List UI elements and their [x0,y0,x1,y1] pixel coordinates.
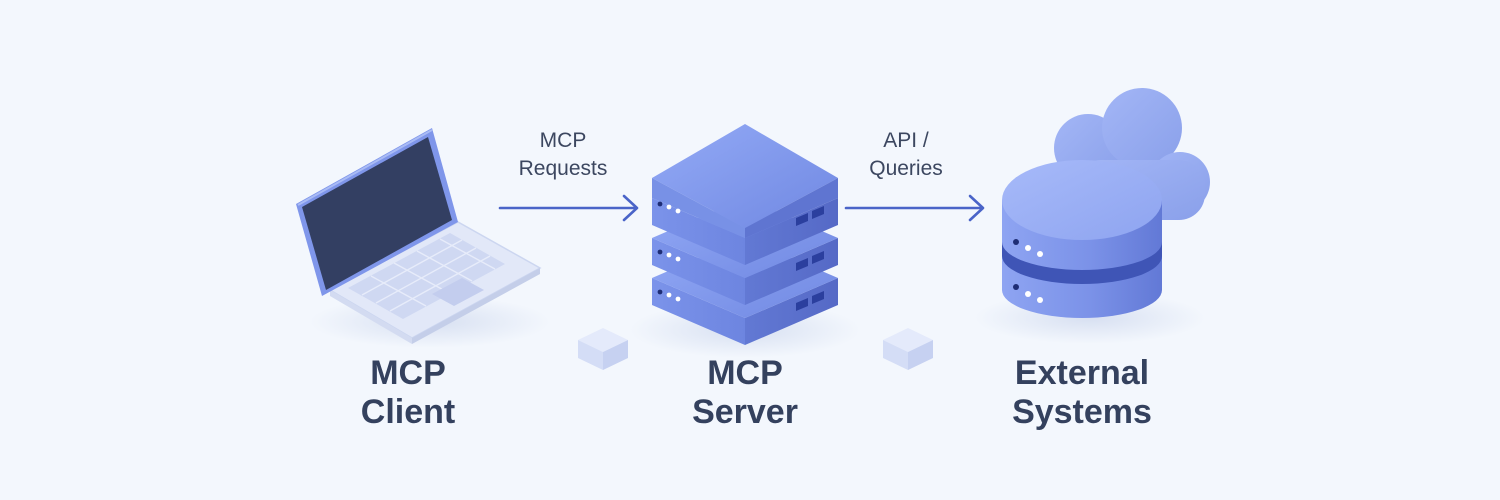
edge-label-mcp-requests: MCP Requests [518,129,608,180]
arrow-client-to-server [498,194,639,222]
edge-label-api-queries: API / Queries [869,129,943,180]
decorative-cube [578,328,628,370]
arrow-server-to-external [844,194,985,222]
database-cloud-icon [975,88,1210,344]
node-label-mcp-client: MCP Client [360,354,456,431]
node-label-mcp-server: MCP Server [692,354,798,431]
server-stack-icon [630,124,860,358]
node-label-external-systems: External Systems [1012,354,1152,431]
laptop-icon [296,128,550,348]
decorative-cube [883,328,933,370]
